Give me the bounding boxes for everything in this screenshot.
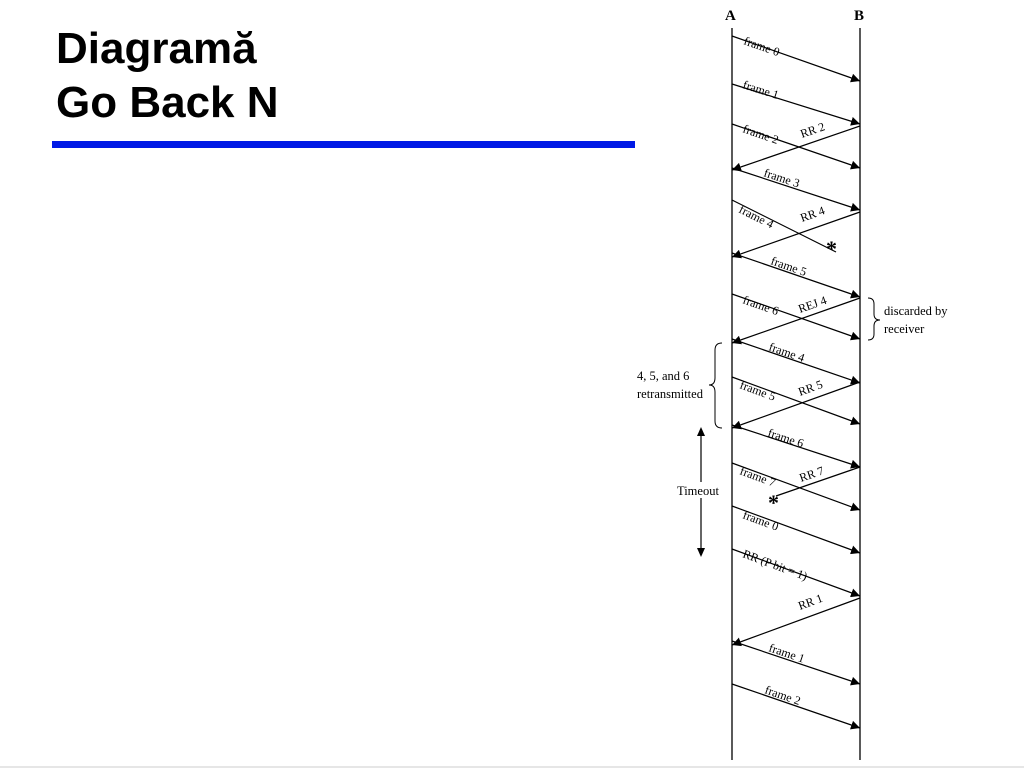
message-label: RR 7 xyxy=(797,463,825,484)
message-arrow xyxy=(731,640,861,686)
message-arrow xyxy=(731,376,861,426)
lost-marker: * xyxy=(768,490,779,515)
message-arrow xyxy=(731,167,861,212)
timeout-arrow-bottom xyxy=(697,548,705,557)
message-label: frame 7 xyxy=(738,464,778,490)
message-arrow xyxy=(731,597,861,647)
message-label: frame 3 xyxy=(762,166,802,191)
message-label: RR (P bit = 1) xyxy=(741,547,809,584)
message-arrow xyxy=(731,252,861,299)
message-label: RR 1 xyxy=(796,591,824,613)
message-label: frame 4 xyxy=(767,340,807,365)
message-arrows: frame 0 frame 1 frame 2 RR 2 frame 3 frame 4 R… xyxy=(731,34,861,730)
message-label: frame 2 xyxy=(763,683,803,708)
message-arrow xyxy=(731,462,861,512)
message-label: RR 2 xyxy=(798,119,826,140)
message-arrow xyxy=(731,505,861,555)
message-arrow xyxy=(731,381,861,430)
message-label: REJ 4 xyxy=(796,293,828,316)
discarded-label-line-1: discarded by xyxy=(884,304,948,318)
message-label: frame 6 xyxy=(766,426,806,451)
discarded-brace xyxy=(867,297,881,341)
retransmitted-label-line-1: 4, 5, and 6 xyxy=(637,369,689,383)
message-arrow xyxy=(731,548,861,598)
endpoint-a-label: A xyxy=(725,8,736,24)
message-arrow xyxy=(731,293,861,341)
slide-title-line-1: Diagramă xyxy=(56,24,257,73)
message-arrow xyxy=(731,683,861,730)
message-label: frame 5 xyxy=(738,378,778,404)
message-arrow xyxy=(731,211,861,259)
lost-marker: * xyxy=(826,236,837,261)
endpoint-b-label: B xyxy=(854,8,864,24)
slide-title: Diagramă Go Back N xyxy=(56,22,279,130)
message-label: RR 4 xyxy=(798,203,826,225)
message-label: frame 0 xyxy=(742,34,782,59)
message-label: frame 1 xyxy=(767,641,807,666)
message-label: frame 6 xyxy=(741,293,781,318)
message-arrow xyxy=(731,35,861,83)
title-underline xyxy=(52,141,635,148)
timeout-label: Timeout xyxy=(677,484,719,498)
discarded-label-line-2: receiver xyxy=(884,322,925,336)
message-label: RR 5 xyxy=(796,377,824,399)
message-arrow xyxy=(731,125,861,172)
message-arrow xyxy=(731,338,861,385)
slide-title-line-2: Go Back N xyxy=(56,78,279,127)
footer-divider xyxy=(0,766,1024,768)
message-arrow xyxy=(731,424,861,469)
message-arrow xyxy=(775,466,861,497)
message-label: frame 5 xyxy=(769,254,809,279)
timeout-arrow-top xyxy=(697,427,705,436)
message-arrow xyxy=(731,123,861,170)
message-arrow xyxy=(731,83,861,126)
message-arrow xyxy=(731,199,837,253)
message-label: frame 2 xyxy=(741,122,781,147)
message-label: frame 1 xyxy=(741,78,780,102)
message-arrow xyxy=(731,297,861,345)
retransmitted-label-line-2: retransmitted xyxy=(637,387,704,401)
retransmitted-brace xyxy=(708,342,723,429)
message-label: frame 4 xyxy=(737,202,776,231)
